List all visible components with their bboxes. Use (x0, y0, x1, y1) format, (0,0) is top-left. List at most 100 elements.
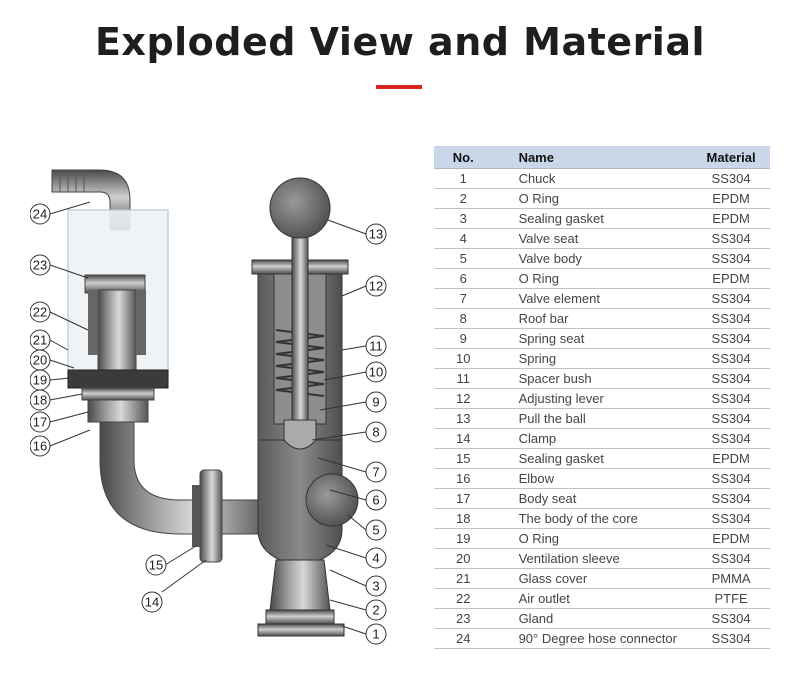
row-no: 19 (434, 528, 493, 549)
row-material: SS304 (692, 308, 770, 329)
callout-18: 18 (33, 393, 47, 408)
row-name: Chuck (492, 168, 693, 189)
row-name: 90° Degree hose connector (492, 628, 693, 649)
callout-15: 15 (149, 558, 163, 573)
row-material: SS304 (692, 548, 770, 569)
row-no: 5 (434, 248, 493, 269)
row-name: Pull the ball (492, 408, 693, 429)
row-name: Adjusting lever (492, 388, 693, 409)
header-material: Material (692, 146, 770, 169)
callout-13: 13 (369, 227, 383, 242)
row-material: SS304 (692, 628, 770, 649)
row-material: EPDM (692, 448, 770, 469)
callout-24: 24 (33, 207, 47, 222)
row-material: SS304 (692, 488, 770, 509)
row-name: The body of the core (492, 508, 693, 529)
row-name: Glass cover (492, 568, 693, 589)
row-name: Spring seat (492, 328, 693, 349)
row-name: Sealing gasket (492, 448, 693, 469)
row-name: Body seat (492, 488, 693, 509)
callout-9: 9 (372, 395, 379, 410)
callout-3: 3 (372, 579, 379, 594)
row-name: Sealing gasket (492, 208, 693, 229)
row-no: 14 (434, 428, 493, 449)
row-material: EPDM (692, 208, 770, 229)
row-material: PTFE (692, 588, 770, 609)
row-material: SS304 (692, 368, 770, 389)
row-no: 11 (434, 368, 493, 389)
row-material: SS304 (692, 408, 770, 429)
table-header-row: No. Name Material (434, 146, 770, 169)
row-material: SS304 (692, 428, 770, 449)
callout-20: 20 (33, 353, 47, 368)
row-no: 17 (434, 488, 493, 509)
row-name: O Ring (492, 268, 693, 289)
clamp (199, 469, 223, 563)
row-material: EPDM (692, 268, 770, 289)
row-name: Spring (492, 348, 693, 369)
row-material: SS304 (692, 388, 770, 409)
title-underline (376, 85, 422, 89)
callout-1: 1 (372, 627, 379, 642)
row-material: SS304 (692, 508, 770, 529)
row-no: 7 (434, 288, 493, 309)
row-material: SS304 (692, 288, 770, 309)
row-material: SS304 (692, 248, 770, 269)
row-material: EPDM (692, 188, 770, 209)
row-no: 23 (434, 608, 493, 629)
row-no: 10 (434, 348, 493, 369)
row-material: PMMA (692, 568, 770, 589)
exploded-view-diagram: 1 2 3 4 5 6 7 8 9 10 11 12 13 14 15 16 1… (30, 169, 387, 645)
header-no: No. (434, 146, 493, 169)
callout-8: 8 (372, 425, 379, 440)
row-name: Elbow (492, 468, 693, 489)
row-material: SS304 (692, 228, 770, 249)
row-name: Valve element (492, 288, 693, 309)
row-name: O Ring (492, 528, 693, 549)
row-material: SS304 (692, 168, 770, 189)
callout-17: 17 (33, 415, 47, 430)
roof-bar (291, 229, 309, 421)
row-no: 3 (434, 208, 493, 229)
callout-2: 2 (372, 603, 379, 618)
header-name: Name (492, 146, 693, 169)
row-material: SS304 (692, 348, 770, 369)
row-material: SS304 (692, 328, 770, 349)
callout-19: 19 (33, 373, 47, 388)
row-no: 12 (434, 388, 493, 409)
callout-4: 4 (372, 551, 379, 566)
row-name: Spacer bush (492, 368, 693, 389)
callout-14: 14 (145, 595, 159, 610)
row-no: 1 (434, 168, 493, 189)
row-name: Valve body (492, 248, 693, 269)
row-name: Ventilation sleeve (492, 548, 693, 569)
callout-7: 7 (372, 465, 379, 480)
callout-5: 5 (372, 523, 379, 538)
row-name: Roof bar (492, 308, 693, 329)
callout-21: 21 (33, 333, 47, 348)
row-name: Clamp (492, 428, 693, 449)
